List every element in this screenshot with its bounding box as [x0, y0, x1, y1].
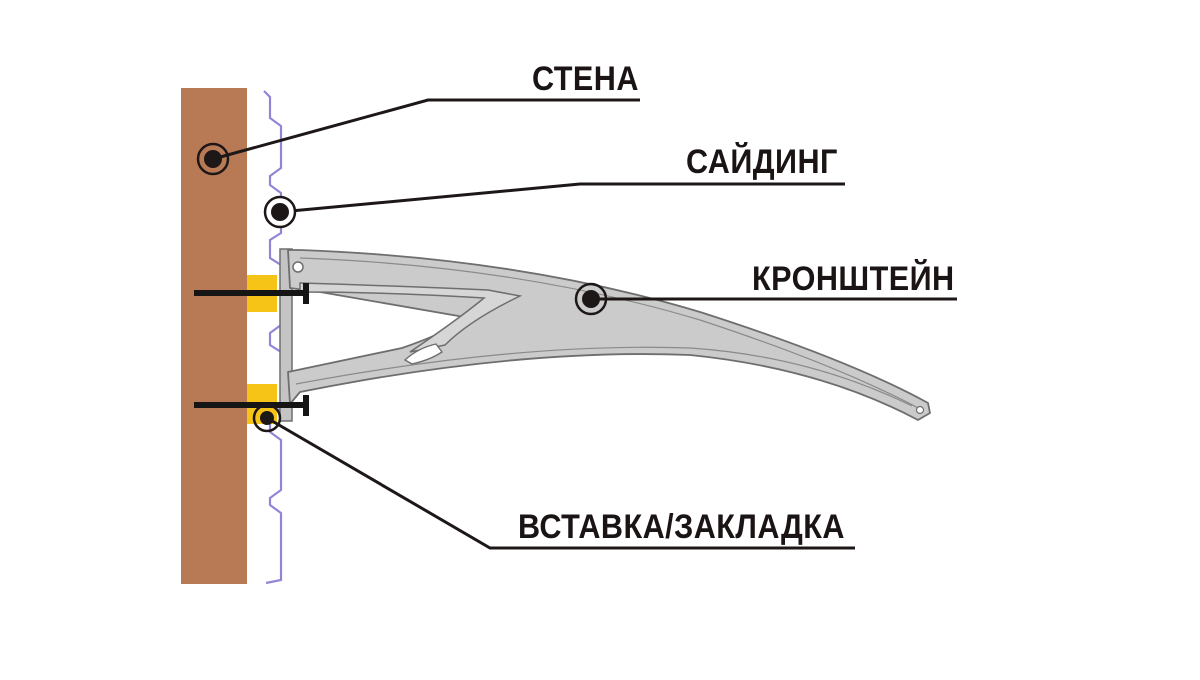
marker-bracket [574, 282, 608, 316]
bolt-upper [194, 283, 309, 304]
bolt-lower [194, 395, 309, 416]
label-siding: САЙДИНГ [686, 143, 838, 181]
leader-siding [279, 182, 845, 214]
siding-profile [263, 90, 283, 585]
bracket-lower-groove [295, 346, 913, 407]
marker-siding [263, 195, 297, 229]
marker-wall [196, 142, 230, 176]
bracket-inner-groove [299, 257, 923, 411]
wall [181, 88, 247, 584]
bracket-tip-hole [915, 405, 925, 415]
marker-insert [252, 403, 282, 433]
label-wall: СТЕНА [532, 60, 639, 98]
leader-wall [212, 98, 640, 161]
leader-insert [266, 416, 855, 550]
bracket-pivot [292, 261, 304, 273]
label-bracket: КРОНШТЕЙН [752, 260, 955, 298]
label-insert: ВСТАВКА/ЗАКЛАДКА [518, 508, 845, 546]
bracket-cutout [403, 343, 444, 365]
